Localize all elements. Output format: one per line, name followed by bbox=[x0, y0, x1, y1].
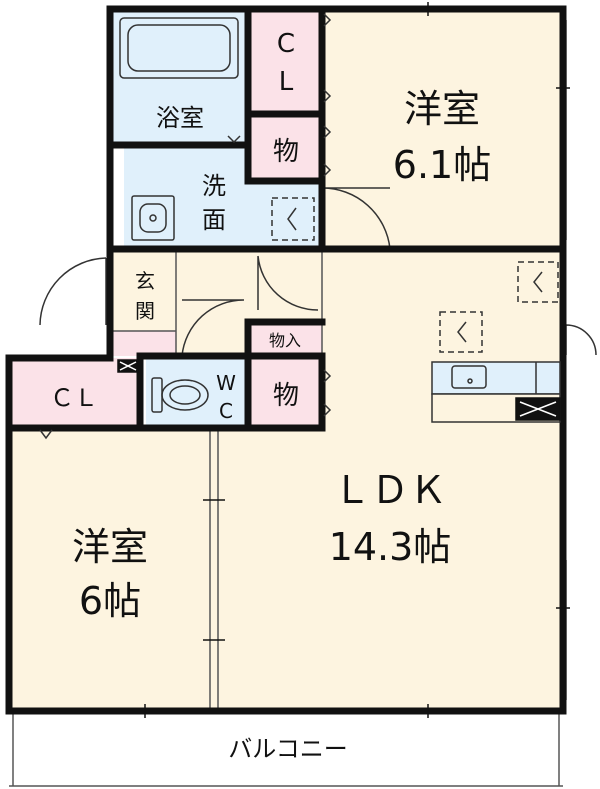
window-ticks bbox=[144, 2, 570, 718]
entrance-label-2: 関 bbox=[135, 299, 155, 323]
western-room-1-label: 洋室 bbox=[404, 87, 480, 131]
walls bbox=[5, 5, 567, 715]
bathtub-icon bbox=[119, 17, 239, 79]
western-room-2-floor bbox=[9, 428, 214, 711]
structure-markers bbox=[117, 359, 139, 373]
ac-icon bbox=[517, 261, 559, 303]
closet-top-floor bbox=[248, 9, 322, 114]
toilet-label-2: C bbox=[219, 399, 233, 423]
door-swings bbox=[39, 187, 597, 357]
door-western-room-1 bbox=[321, 187, 391, 250]
door-entrance bbox=[39, 257, 107, 326]
storage-in-floor bbox=[248, 322, 322, 356]
door-ldk-side bbox=[565, 324, 597, 356]
entrance-floor bbox=[110, 249, 176, 331]
toilet-label-1: W bbox=[216, 371, 236, 395]
bath-label: 浴室 bbox=[156, 104, 204, 132]
washbasin-icon bbox=[131, 195, 175, 241]
western-room-1-size: 6.1帖 bbox=[393, 143, 491, 187]
storage-1-floor bbox=[248, 114, 322, 181]
ldk-label: ＬＤＫ bbox=[333, 468, 447, 512]
entrance-step-floor bbox=[110, 331, 176, 356]
western-room-2-label: 洋室 bbox=[72, 525, 148, 569]
toilet-icon bbox=[151, 377, 209, 413]
balcony-label: バルコニー bbox=[228, 735, 348, 763]
outer-wall bbox=[5, 5, 567, 715]
ac-icon bbox=[439, 311, 483, 353]
washing-machine-pan-icon bbox=[271, 197, 315, 241]
labels: 洋室 6.1帖 浴室 洗 面 C L 物 玄 関 物入 物 W C ＣＬ ＬＤＫ… bbox=[50, 29, 491, 763]
storage-2-label: 物 bbox=[273, 381, 299, 411]
storage-2-floor bbox=[248, 356, 322, 428]
entrance-label-1: 玄 bbox=[135, 269, 155, 293]
washroom-label-1: 洗 bbox=[202, 172, 226, 200]
sink-icon bbox=[451, 365, 487, 389]
western-room-2-size: 6帖 bbox=[79, 579, 141, 623]
balcony-floor bbox=[9, 711, 563, 786]
closet-top-label-1: C bbox=[277, 29, 295, 59]
storage-1-label: 物 bbox=[273, 137, 299, 167]
fridge-space-icon bbox=[515, 397, 561, 421]
washroom-label-2: 面 bbox=[202, 206, 226, 234]
door-hallway bbox=[257, 255, 319, 311]
door-toilet bbox=[181, 299, 245, 357]
storage-in-label: 物入 bbox=[269, 331, 301, 350]
ldk-size: 14.3帖 bbox=[329, 525, 452, 569]
room-fills bbox=[9, 9, 563, 786]
closet-top-label-2: L bbox=[279, 67, 294, 97]
closet-left-label: ＣＬ bbox=[50, 384, 98, 412]
western-room-1-floor bbox=[322, 9, 563, 249]
closet-door-marks bbox=[39, 13, 332, 440]
bath-floor bbox=[110, 9, 248, 145]
